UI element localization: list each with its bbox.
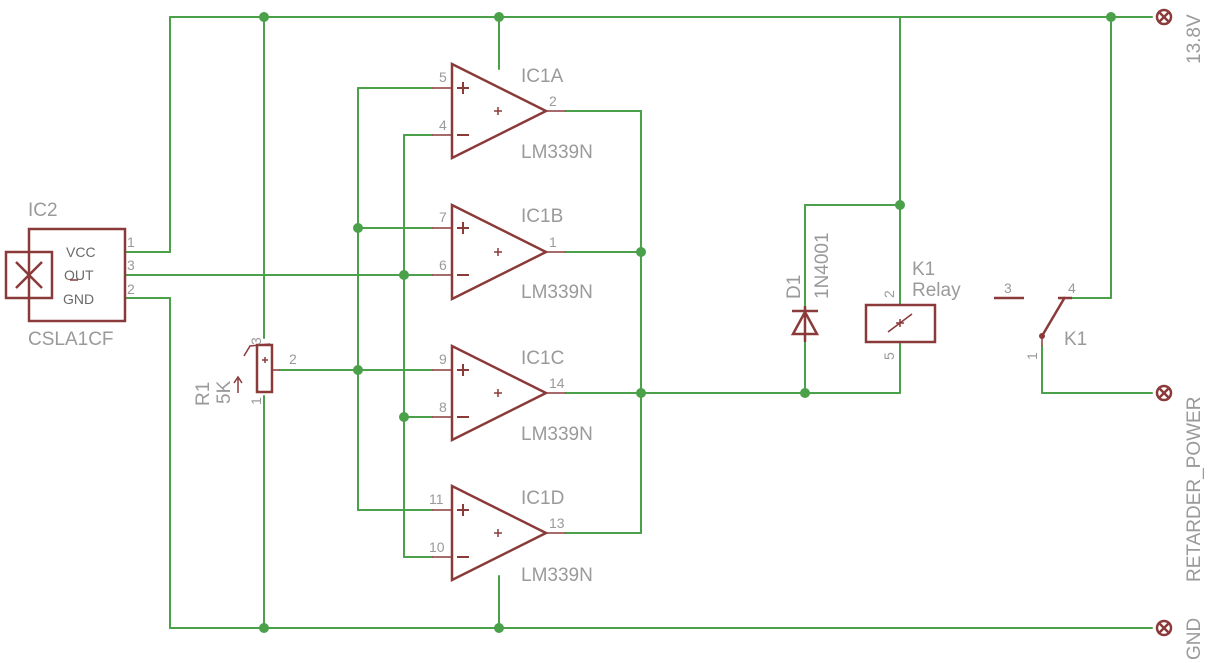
diode-triangle (790, 309, 820, 336)
switch-pin3: 3 (1004, 280, 1012, 296)
connector-ring (1155, 619, 1173, 637)
junction-dot (259, 623, 269, 633)
r1-pin1: 1 (248, 397, 264, 405)
comparator-body (450, 483, 549, 583)
ic2-sensor[interactable]: VCC OUT GND 1 3 2 IC2 CSLA1CF (4, 200, 135, 350)
comparator-value: LM339N (521, 565, 593, 586)
junction-dot (494, 12, 504, 22)
relay-pin-bottom: 5 (881, 352, 897, 360)
connector-cross (1158, 11, 1170, 23)
diode-name: D1 (784, 275, 805, 299)
connector-cross (1158, 387, 1170, 399)
connector-ring (1155, 8, 1173, 26)
ic2-value: CSLA1CF (28, 329, 114, 350)
connector-cross (1158, 622, 1170, 634)
comparator-name: IC1C (521, 348, 564, 369)
junction-dot (1106, 12, 1116, 22)
comparator-value: LM339N (521, 142, 593, 163)
comparator-body (450, 202, 549, 302)
ground-label: GND (1184, 618, 1205, 660)
switch-pivot (1039, 333, 1045, 339)
ic2-gnd-label: GND (63, 291, 94, 307)
switch-arm (1040, 296, 1067, 337)
ic2-pin1: 1 (127, 234, 135, 250)
junction-dot (494, 623, 504, 633)
ic2-sensor-window (4, 250, 54, 300)
comparator-body (450, 61, 549, 161)
connector-ring (1155, 384, 1173, 402)
pin-plus: 11 (429, 491, 444, 507)
relay-name: K1 (912, 259, 935, 280)
comparator-body (450, 343, 549, 443)
wires (124, 16, 1153, 629)
relay-pin-top: 2 (881, 290, 897, 298)
ic2-vcc-label: VCC (66, 244, 96, 260)
switch-pin1: 1 (1024, 352, 1040, 360)
pin-minus: 6 (439, 257, 447, 273)
diode-d1[interactable]: D1 1N4001 (784, 232, 833, 342)
ic2-pin2: 2 (127, 281, 135, 297)
switch-pin4: 4 (1068, 280, 1076, 296)
junctions (259, 12, 1116, 633)
relay-coil-k1[interactable]: 2 5 K1 Relay (864, 259, 961, 360)
r1-value: 5K (214, 380, 235, 404)
pin-plus: 9 (439, 351, 447, 367)
pin-out: 14 (549, 375, 565, 391)
connector-ground[interactable]: GND (1155, 618, 1205, 660)
comparator-value: LM339N (521, 424, 593, 445)
comparator-name: IC1B (521, 206, 563, 227)
pin-plus: 5 (439, 69, 447, 85)
pin-minus: 8 (439, 399, 447, 415)
junction-dot (895, 200, 905, 210)
pin-plus: 7 (439, 209, 447, 225)
junction-dot (636, 388, 646, 398)
pin-out: 13 (549, 515, 565, 531)
diode-value: 1N4001 (812, 232, 833, 299)
pin-minus: 4 (439, 117, 447, 133)
pin-out: 1 (549, 234, 557, 250)
junction-dot (800, 388, 810, 398)
comparator-value: LM339N (521, 282, 593, 303)
pin-out: 2 (549, 93, 557, 109)
junction-dot (399, 270, 409, 280)
junction-dot (399, 412, 409, 422)
comparator-name: IC1A (521, 66, 564, 87)
r1-potentiometer[interactable]: 3 1 2 R1 5K (193, 337, 297, 406)
ic2-out-label: OUT (64, 267, 94, 283)
relay-coil-body (864, 303, 937, 344)
r1-body (255, 343, 274, 394)
ic2-cross-icon (15, 261, 43, 289)
comparator-ic1a[interactable]: 5 4 2 IC1A LM339N (432, 61, 593, 163)
ic2-name: IC2 (28, 200, 58, 221)
connector-supply[interactable]: 13.8V (1155, 8, 1205, 64)
switch-name: K1 (1064, 329, 1087, 350)
comparator-name: IC1D (521, 488, 564, 509)
r1-pin3: 3 (248, 337, 264, 345)
junction-dot (353, 365, 363, 375)
ic2-pin3: 3 (127, 257, 135, 273)
r1-arrow-icon (233, 375, 243, 384)
comparator-ic1c[interactable]: 9 8 14 IC1C LM339N (432, 343, 593, 445)
r1-name: R1 (193, 382, 214, 406)
comparator-ic1d[interactable]: 11 10 13 IC1D LM339N (429, 483, 593, 586)
comparator-ic1b[interactable]: 7 6 1 IC1B LM339N (432, 202, 593, 303)
relay-value: Relay (912, 280, 961, 301)
junction-dot (353, 223, 363, 233)
r1-pin2: 2 (289, 351, 297, 367)
pin-minus: 10 (429, 539, 445, 555)
relay-switch-k1[interactable]: 3 4 1 K1 (994, 280, 1087, 360)
junction-dot (259, 12, 269, 22)
output-label: RETARDER_POWER (1184, 397, 1205, 582)
junction-dot (636, 247, 646, 257)
supply-label: 13.8V (1184, 14, 1205, 64)
r1-adjust-arrow-icon (243, 343, 271, 357)
connector-output[interactable]: RETARDER_POWER (1155, 384, 1205, 582)
